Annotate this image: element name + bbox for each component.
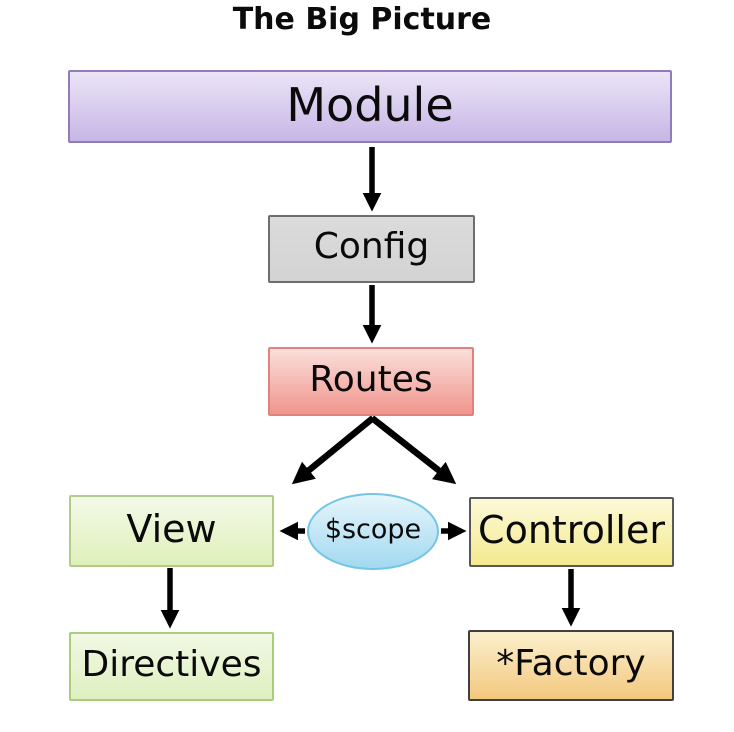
node-module-label: Module [286, 77, 454, 132]
arrow-routes-view [291, 415, 376, 485]
node-scope: $scope [307, 493, 439, 570]
node-directives-label: Directives [81, 643, 262, 685]
node-controller-label: Controller [478, 508, 665, 552]
node-routes-label: Routes [309, 358, 433, 400]
node-module: Module [68, 70, 672, 143]
node-view: View [69, 495, 274, 567]
node-config: Config [268, 215, 475, 283]
diagram-title: The Big Picture [232, 2, 492, 37]
node-scope-label: $scope [324, 514, 422, 545]
node-directives: Directives [69, 632, 274, 701]
node-routes: Routes [268, 347, 474, 416]
node-factory: *Factory [468, 630, 674, 701]
arrow-routes-controller [369, 415, 457, 485]
node-factory-label: *Factory [496, 642, 646, 684]
node-controller: Controller [469, 497, 674, 567]
node-view-label: View [126, 507, 217, 551]
node-config-label: Config [313, 226, 430, 267]
